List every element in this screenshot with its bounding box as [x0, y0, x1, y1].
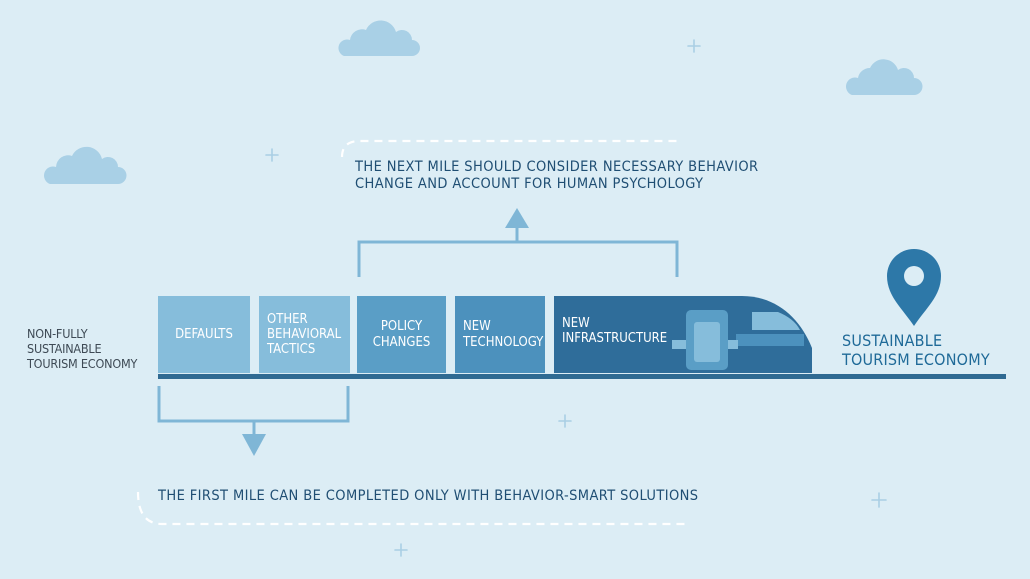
- sparkle-icon: [265, 148, 279, 162]
- cloud-icon: [43, 146, 127, 184]
- dashed-line: [340, 139, 680, 158]
- train-car-label: DEFAULTS: [175, 326, 233, 342]
- top-bracket: [357, 226, 679, 277]
- train-car-label: POLICY CHANGES: [372, 319, 431, 350]
- train-car-label: NEW TECHNOLOGY: [463, 319, 544, 350]
- cloud-icon: [845, 59, 923, 95]
- sparkle-icon: [687, 39, 701, 53]
- bottom-caption: THE FIRST MILE CAN BE COMPLETED ONLY WIT…: [158, 488, 699, 504]
- start-label: NON-FULLY SUSTAINABLE TOURISM ECONOMY: [27, 326, 138, 371]
- train-car-label: NEW INFRASTRUCTURE: [562, 316, 668, 347]
- sparkle-icon: [394, 543, 408, 557]
- train-car-new-infrastructure: NEW INFRASTRUCTURE: [554, 296, 682, 373]
- train-car-other-behavioral-tactics: OTHER BEHAVIORAL TACTICS: [259, 296, 350, 373]
- down-arrow-icon: [242, 434, 266, 456]
- train-car-defaults: DEFAULTS: [158, 296, 250, 373]
- train-car-label: OTHER BEHAVIORAL TACTICS: [267, 311, 342, 358]
- top-caption: THE NEXT MILE SHOULD CONSIDER NECESSARY …: [355, 159, 759, 193]
- train-car-new-technology: NEW TECHNOLOGY: [455, 296, 545, 373]
- track: [158, 374, 1006, 379]
- sparkle-icon: [871, 492, 887, 508]
- dashed-line: [136, 491, 690, 526]
- up-arrow-icon: [505, 208, 529, 228]
- locomotive-window: [752, 312, 800, 330]
- location-pin-icon: [887, 249, 941, 326]
- end-label: SUSTAINABLE TOURISM ECONOMY: [842, 331, 990, 369]
- cloud-icon: [338, 20, 420, 56]
- locomotive-door-window: [694, 322, 720, 362]
- locomotive: [554, 296, 812, 373]
- sparkle-icon: [558, 414, 572, 428]
- train-car-policy-changes: POLICY CHANGES: [357, 296, 446, 373]
- bottom-bracket: [157, 386, 350, 436]
- locomotive-stripe: [736, 334, 804, 346]
